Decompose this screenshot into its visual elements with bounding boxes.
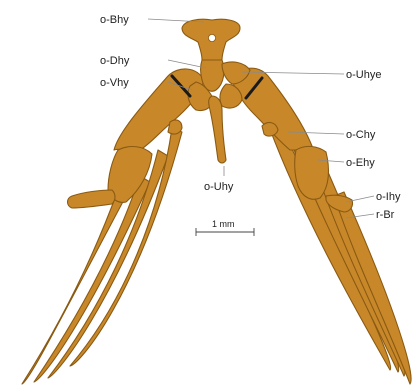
right-branchiostegal-rays bbox=[268, 120, 411, 384]
label-o-uhy: o-Uhy bbox=[204, 181, 234, 193]
left-branchiostegal-rays bbox=[22, 128, 182, 384]
scale-bar-line bbox=[196, 228, 254, 236]
left-interhyal-knob bbox=[168, 120, 182, 134]
right-ceratohyal bbox=[232, 68, 312, 150]
left-interhyal bbox=[68, 190, 116, 208]
label-o-ehy: o-Ehy bbox=[346, 157, 375, 169]
scale-bar-label: 1 mm bbox=[212, 219, 235, 229]
label-o-dhy: o-Dhy bbox=[100, 55, 130, 67]
label-o-ihy: o-Ihy bbox=[376, 191, 401, 203]
label-o-vhy: o-Vhy bbox=[100, 77, 129, 89]
right-ray-base bbox=[262, 123, 278, 137]
label-r-br: r-Br bbox=[376, 209, 395, 221]
label-o-uhye: o-Uhye bbox=[346, 69, 381, 81]
central-elements bbox=[182, 19, 250, 163]
leader-o-dhy bbox=[168, 60, 206, 68]
basihyal-foramen bbox=[208, 34, 215, 41]
label-o-chy: o-Chy bbox=[346, 129, 376, 141]
label-o-bhy: o-Bhy bbox=[100, 14, 129, 26]
scale-bar: 1 mm bbox=[196, 219, 254, 236]
